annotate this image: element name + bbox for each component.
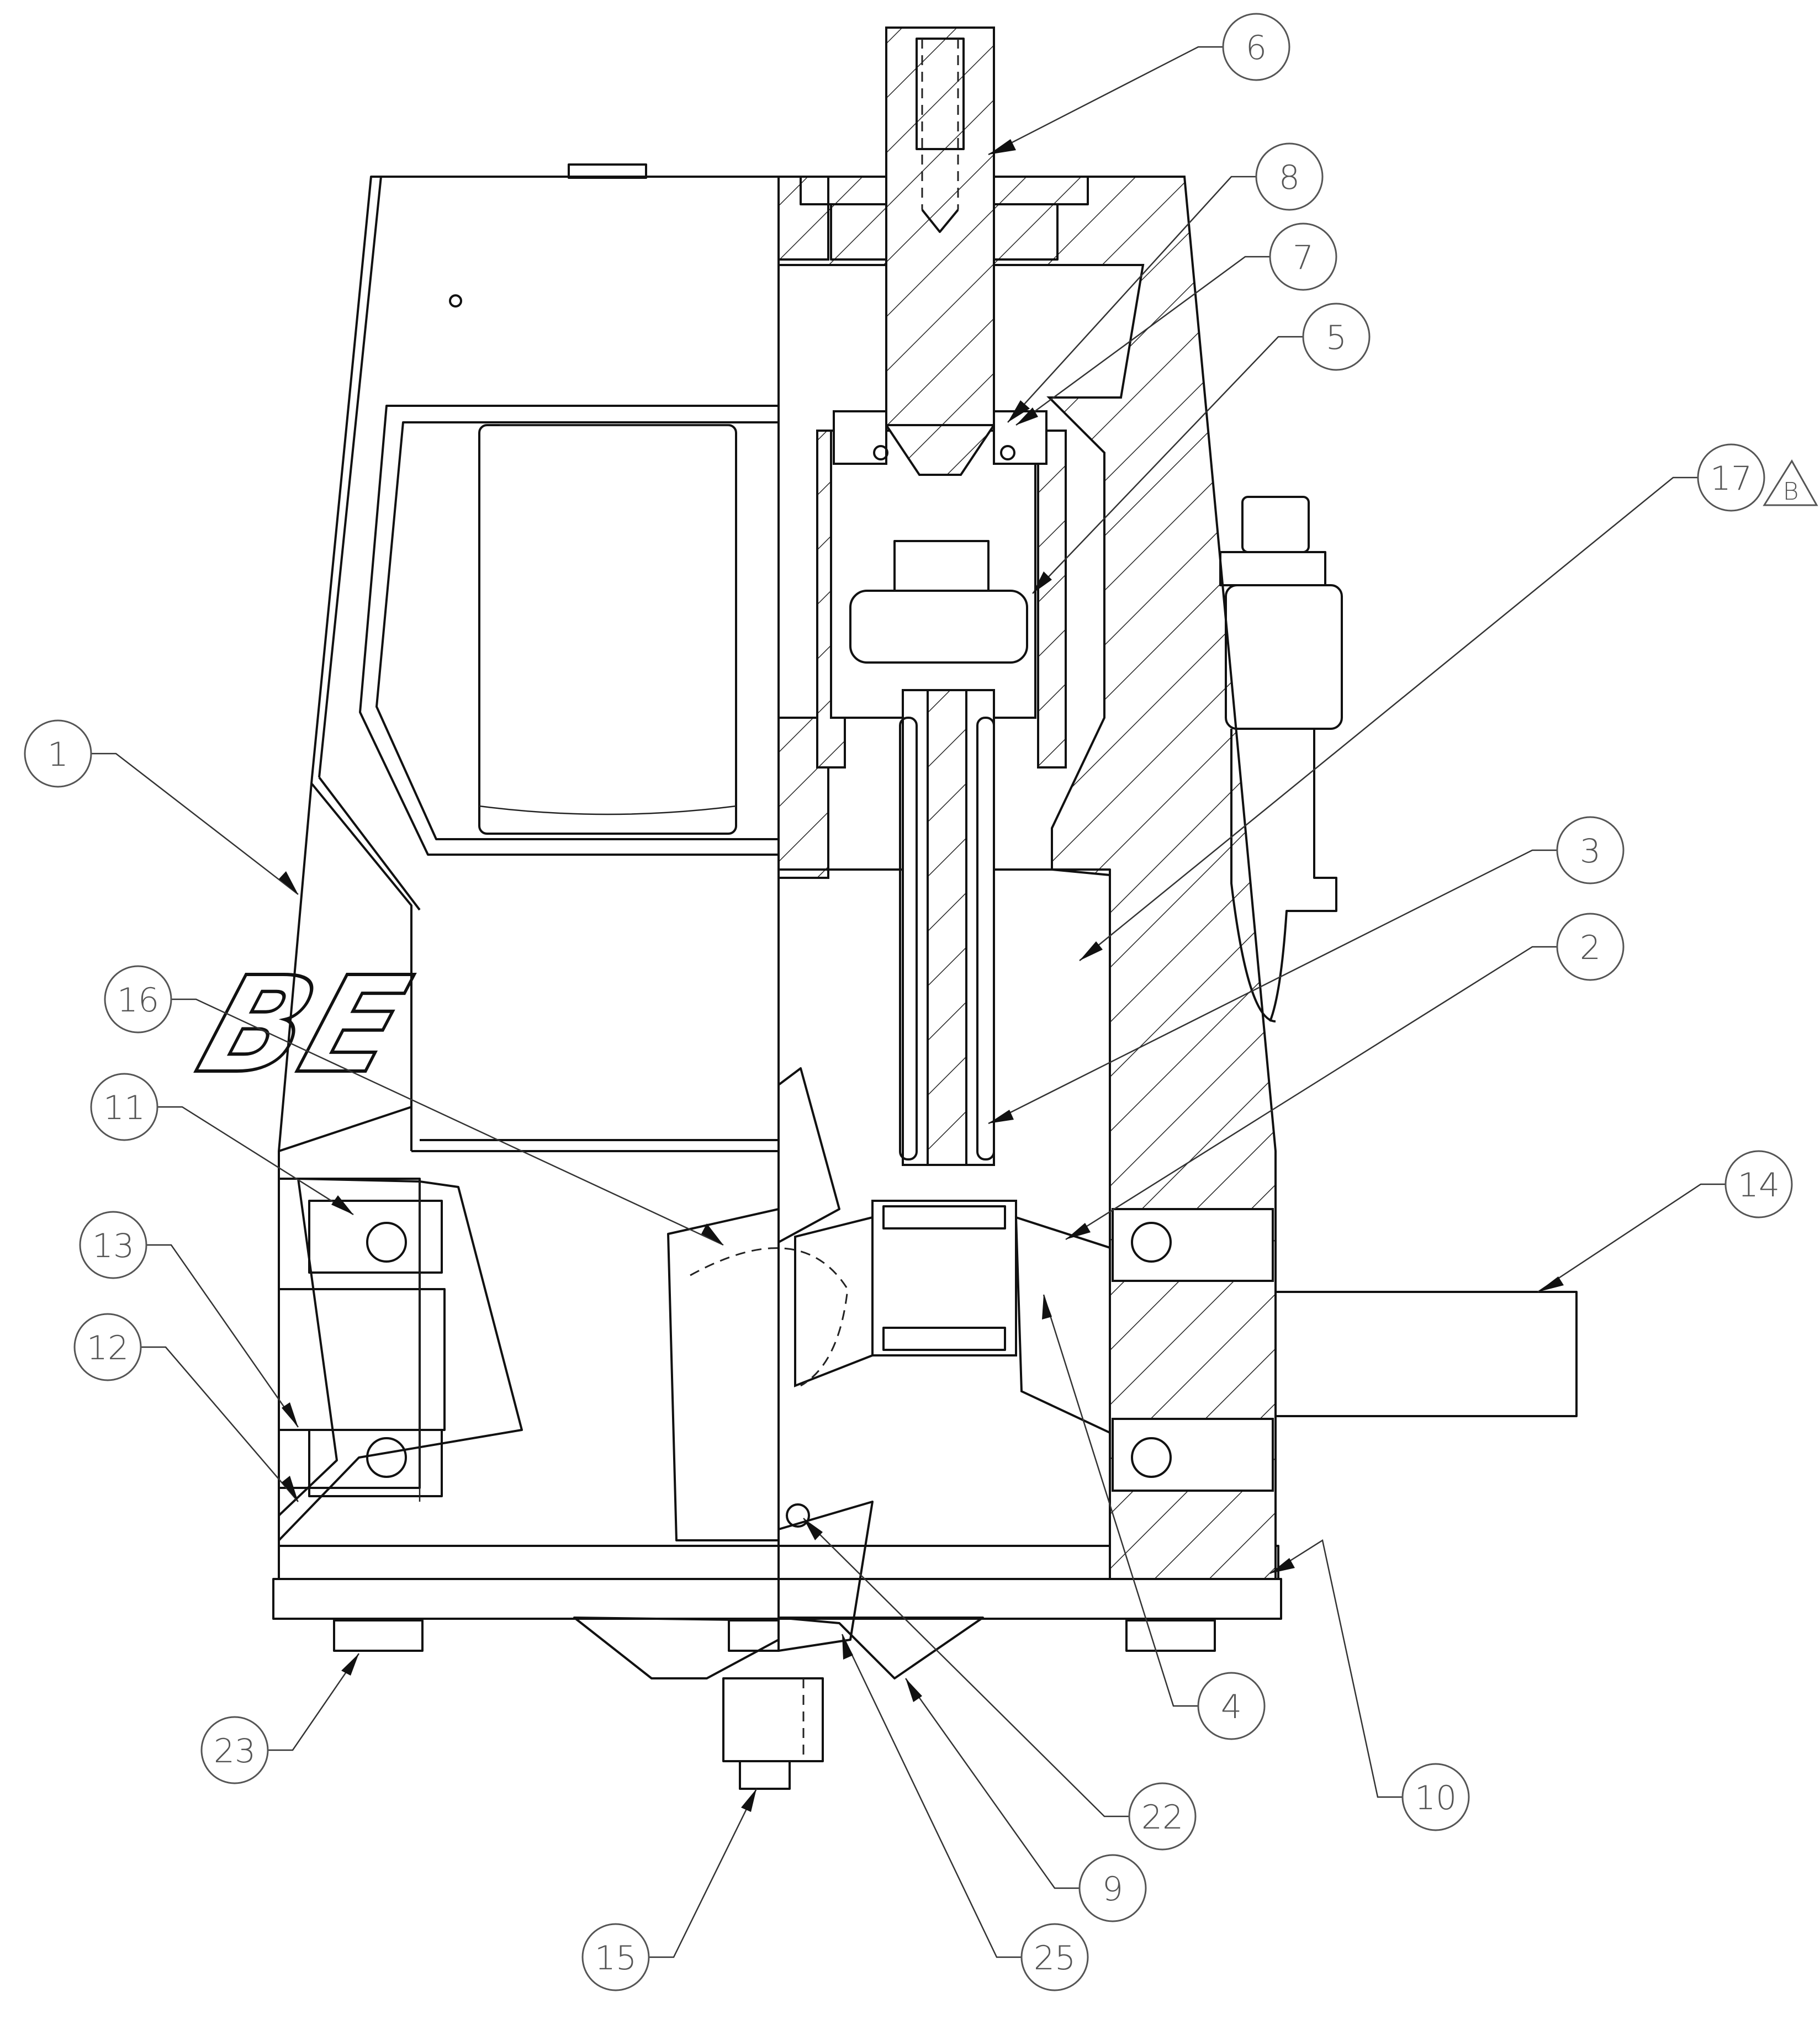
svg-text:16: 16 [117,981,159,1020]
crank-assembly [690,1200,1111,1435]
callout-balloon-5: 5 [1302,303,1371,371]
oil-fitting [1219,496,1343,1022]
callout-balloon-6: 6 [1222,13,1290,81]
callout-balloon-7: 7 [1269,222,1337,291]
svg-text:15: 15 [595,1939,637,1978]
svg-text:6: 6 [1246,29,1267,67]
bottom-plug [573,1617,984,1790]
callout-balloon-8: 8 [1255,142,1324,211]
callout-balloon-12: 12 [73,1313,142,1381]
callout-balloon-3: 3 [1556,816,1625,884]
callout-balloon-10: 10 [1401,1763,1470,1831]
callout-balloon-14: 14 [1724,1150,1793,1218]
drive-shaft [884,27,996,476]
svg-text:10: 10 [1415,1779,1457,1817]
svg-text:17: 17 [1710,459,1752,498]
gearbox-housing-exterior [278,163,780,1580]
svg-text:7: 7 [1293,239,1314,277]
callout-balloon-9: 9 [1078,1854,1147,1922]
callout-balloon-25: 25 [1020,1923,1089,1991]
callout-balloon-13: 13 [79,1211,147,1279]
callout-balloon-4: 4 [1197,1672,1266,1740]
svg-text:8: 8 [1279,158,1300,197]
cross-pin [849,540,1028,664]
callout-balloon-2: 2 [1556,913,1625,981]
svg-text:3: 3 [1580,832,1601,871]
callout-balloon-17: 17 B [1697,443,1818,512]
svg-text:11: 11 [103,1089,145,1127]
callout-balloon-15: 15 [581,1923,650,1991]
svg-text:2: 2 [1580,929,1601,967]
callout-balloon-23: 23 [200,1716,269,1784]
output-bearing-and-shaft [1112,1208,1578,1492]
upper-bearing-seals [833,410,1047,465]
svg-text:1: 1 [47,735,68,774]
svg-text:25: 25 [1034,1939,1076,1978]
revision-mark: B [1783,478,1799,506]
callout-balloon-11: 11 [90,1073,158,1141]
svg-text:23: 23 [214,1732,256,1771]
svg-text:5: 5 [1326,319,1347,357]
angled-spacer [667,1067,874,1652]
base-bolts [333,1619,1216,1652]
callout-balloon-22: 22 [1128,1782,1197,1851]
svg-text:14: 14 [1738,1166,1780,1205]
callout-balloon-1: 1 [24,719,92,788]
svg-text:12: 12 [87,1329,129,1368]
revision-triangle [1763,459,1818,506]
leader-lines [91,46,1726,1958]
svg-text:22: 22 [1141,1798,1183,1837]
connecting-rod [899,689,995,1166]
svg-text:4: 4 [1221,1688,1242,1726]
callout-balloon-16: 16 [104,965,172,1034]
manufacturer-logo: BE [183,948,425,1103]
svg-text:13: 13 [92,1227,134,1265]
svg-text:9: 9 [1102,1870,1123,1909]
